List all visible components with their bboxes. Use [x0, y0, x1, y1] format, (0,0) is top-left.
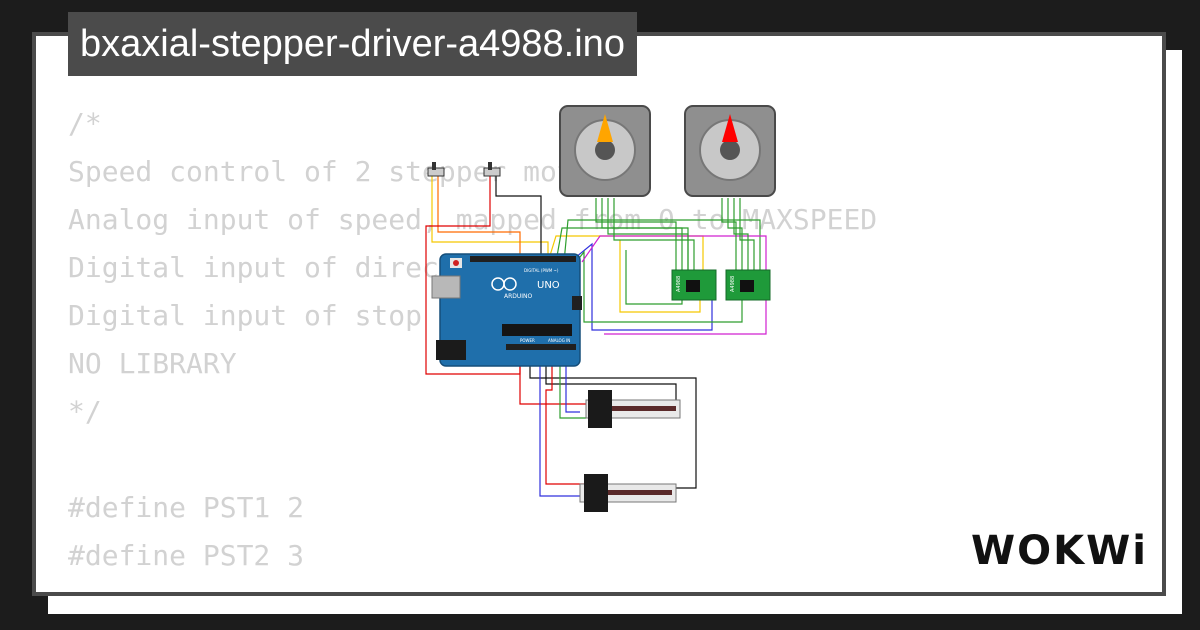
reset-button-cap	[453, 260, 459, 266]
motor-needle-2	[722, 114, 738, 142]
stepper-motor-2[interactable]	[684, 105, 776, 197]
motor-needle-1	[597, 114, 613, 142]
board-brand: ARDUINO	[504, 293, 533, 300]
code-line: /*	[68, 107, 102, 140]
slider-knob-1[interactable]	[588, 390, 612, 428]
slide-potentiometer-1[interactable]	[585, 390, 681, 428]
a4988-driver-2[interactable]: A4988	[725, 269, 771, 301]
code-line: #define DIRP1 4	[68, 580, 877, 592]
digital-header	[470, 256, 576, 262]
driver-label-1: A4988	[676, 276, 682, 292]
code-line: NO LIBRARY	[68, 347, 237, 380]
a4988-driver-1[interactable]: A4988	[671, 269, 717, 301]
usb-port	[431, 275, 461, 299]
slider-knob-2[interactable]	[584, 474, 608, 512]
atmega-chip	[502, 324, 572, 336]
stepper-motor-1[interactable]	[559, 105, 651, 197]
code-line: #define PST1 2	[68, 491, 305, 524]
driver-label-2: A4988	[730, 276, 736, 292]
code-line: Digital input of stop	[68, 299, 423, 332]
wokwi-logo: WOKWi	[971, 528, 1148, 574]
board-header-analog: ANALOG IN	[548, 338, 570, 343]
code-line: Analog input of speed, mapped from 0 to …	[68, 203, 878, 236]
power-jack	[436, 340, 466, 360]
code-line: */	[68, 395, 102, 428]
arduino-uno-board[interactable]: UNO ARDUINO DIGITAL (PWM ~) POWER ANALOG…	[431, 253, 582, 367]
project-title: bxaxial-stepper-driver-a4988.ino	[68, 12, 637, 76]
slide-switch-2[interactable]	[483, 162, 501, 177]
arduino-logo-icon-2	[503, 277, 517, 291]
icsp-header	[572, 296, 582, 310]
slide-switch-1[interactable]	[427, 162, 445, 177]
board-model: UNO	[537, 280, 560, 291]
board-header-power: POWER	[520, 338, 535, 343]
code-line: #define PST2 3	[68, 539, 305, 572]
slide-potentiometer-2[interactable]	[579, 474, 677, 512]
board-header-digital: DIGITAL (PWM ~)	[524, 268, 559, 273]
power-analog-header	[506, 344, 576, 350]
wires	[425, 172, 767, 497]
